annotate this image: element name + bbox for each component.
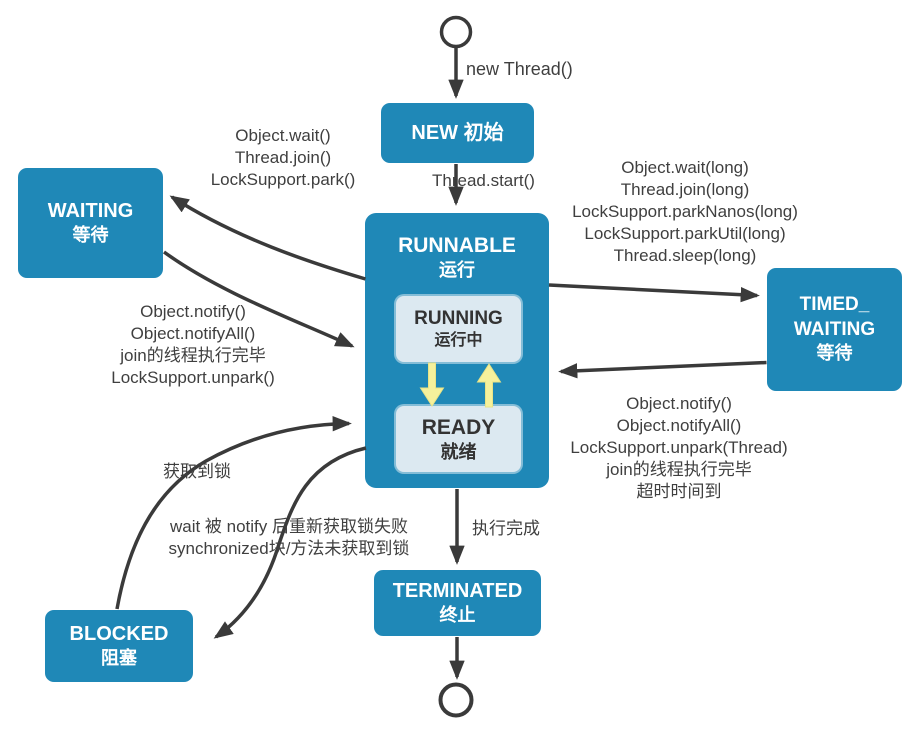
edge-label-blocked-to-runnable: 获取到锁 <box>163 462 231 481</box>
substate-running: RUNNING 运行中 <box>396 296 521 362</box>
edge-label-runnable-to-timed-waiting: Object.wait(long) Thread.join(long) Lock… <box>557 157 813 267</box>
substate-ready-label: READY <box>421 415 496 439</box>
edge-runnable-to-waiting <box>169 195 366 281</box>
edge-label-line: Object.wait() <box>235 126 331 145</box>
state-runnable-sublabel: 运行 <box>439 260 475 281</box>
start-circle <box>439 15 473 49</box>
state-timed-waiting-line2: WAITING <box>793 318 876 340</box>
state-terminated: TERMINATED 终止 <box>374 570 541 636</box>
state-runnable-title: RUNNABLE 运行 <box>365 233 549 282</box>
edge-label-line: Thread.sleep(long) <box>613 246 757 265</box>
substate-running-label: RUNNING <box>414 308 503 330</box>
state-blocked-sublabel: 阻塞 <box>101 648 137 669</box>
edge-label-line: Object.wait(long) <box>621 158 749 177</box>
edge-timed-waiting-to-runnable <box>558 360 767 379</box>
state-new: NEW 初始 <box>381 103 534 163</box>
state-waiting: WAITING 等待 <box>18 168 163 278</box>
edge-label-runnable-to-waiting: Object.wait() Thread.join() LockSupport.… <box>200 125 366 191</box>
state-terminated-sublabel: 终止 <box>439 605 476 626</box>
edge-label-runnable-to-terminated: 执行完成 <box>472 519 540 538</box>
edge-label-timed-waiting-to-runnable: Object.notify() Object.notifyAll() LockS… <box>551 393 807 503</box>
state-timed-waiting-line1: TIMED_ <box>799 294 870 316</box>
edge-label-line: Object.notify() <box>140 302 246 321</box>
state-blocked: BLOCKED 阻塞 <box>45 610 193 682</box>
edge-label-line: synchronized块/方法未获取到锁 <box>168 539 410 558</box>
edge-label-line: join的线程执行完毕 <box>120 346 266 365</box>
edge-label-line: LockSupport.parkUtil(long) <box>584 224 786 243</box>
end-circle <box>438 682 474 718</box>
edge-label-line: Object.notify() <box>626 394 732 413</box>
edge-runnable-to-timed-waiting <box>548 283 760 303</box>
state-new-label: NEW 初始 <box>411 122 504 144</box>
edge-label-line: Thread.join(long) <box>620 180 750 199</box>
edge-label-line: wait 被 notify 后重新获取锁失败 <box>169 517 409 536</box>
edge-label-waiting-to-runnable: Object.notify() Object.notifyAll() join的… <box>95 301 291 389</box>
state-timed-waiting: TIMED_ WAITING 等待 <box>767 268 902 391</box>
edge-label-line: Thread.join() <box>234 148 332 167</box>
edge-label-runnable-to-blocked: wait 被 notify 后重新获取锁失败 synchronized块/方法未… <box>144 516 434 560</box>
substate-running-sublabel: 运行中 <box>434 331 483 349</box>
edge-label-new-to-runnable: Thread.start() <box>432 171 535 190</box>
state-waiting-label: WAITING <box>47 200 134 223</box>
state-timed-waiting-line3: 等待 <box>816 343 853 364</box>
state-blocked-label: BLOCKED <box>69 623 169 646</box>
edge-label-line: LockSupport.park() <box>210 170 356 189</box>
edge-label-line: Object.notifyAll() <box>616 416 742 435</box>
edge-label-line: Object.notifyAll() <box>130 324 256 343</box>
edge-label-line: join的线程执行完毕 <box>606 460 752 479</box>
substate-ready-sublabel: 就绪 <box>440 441 477 462</box>
edge-label-line: 超时时间到 <box>636 482 722 501</box>
edge-label-start-to-new: new Thread() <box>466 59 573 79</box>
edge-label-line: LockSupport.unpark(Thread) <box>570 438 788 457</box>
substate-ready: READY 就绪 <box>396 406 521 472</box>
state-runnable-label: RUNNABLE <box>398 234 516 257</box>
state-waiting-sublabel: 等待 <box>72 225 109 246</box>
state-runnable: RUNNABLE 运行 RUNNING 运行中 READY 就绪 <box>365 213 549 488</box>
edge-label-line: LockSupport.parkNanos(long) <box>572 202 798 221</box>
state-terminated-label: TERMINATED <box>392 580 523 603</box>
edge-label-line: LockSupport.unpark() <box>111 368 275 387</box>
